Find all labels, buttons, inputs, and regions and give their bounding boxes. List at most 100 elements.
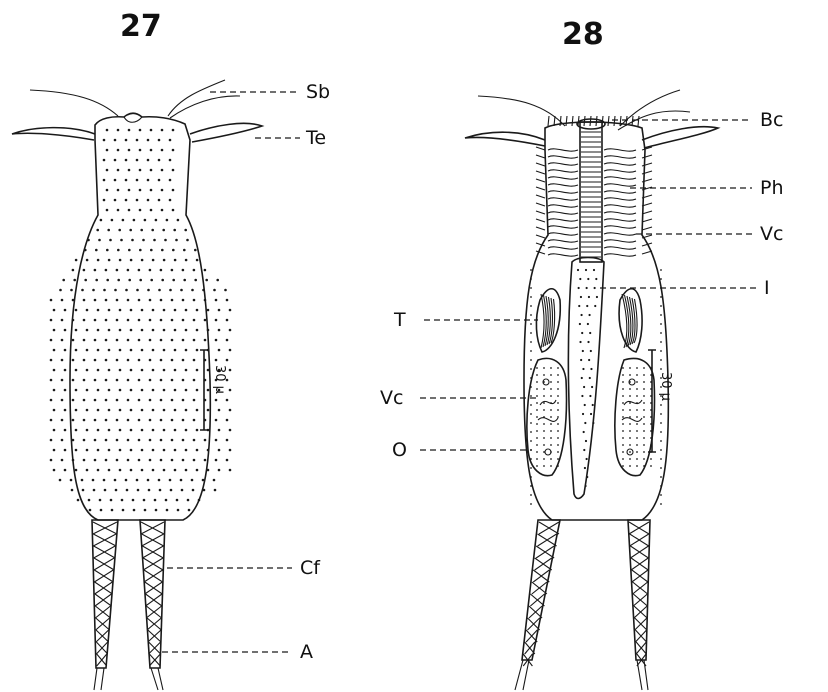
stipple-dot (114, 159, 117, 162)
stipple-dot (543, 402, 545, 404)
stipple-dot (530, 269, 532, 271)
label-o: O (392, 439, 407, 461)
stipple-dot (587, 323, 589, 325)
stipple-dot (150, 169, 153, 172)
stipple-dot (643, 395, 645, 397)
stipple-dot (98, 239, 101, 242)
stipple-dot (536, 423, 538, 425)
intestine-stippling (577, 269, 598, 487)
toe-hatch (144, 570, 163, 582)
stipple-dot (226, 399, 229, 402)
stipple-dot (530, 422, 532, 424)
toe-hatch (93, 534, 116, 546)
stipple-dot (629, 423, 631, 425)
stipple-dot (106, 249, 109, 252)
stipple-dot (530, 413, 532, 415)
stipple-dot (636, 416, 638, 418)
stipple-dot (163, 369, 166, 372)
stipple-dot (543, 437, 545, 439)
stipple-dot (536, 388, 538, 390)
stipple-dot (86, 369, 89, 372)
stipple-dot (155, 509, 158, 512)
stipple-dot (171, 439, 174, 442)
stipple-dot (218, 469, 221, 472)
stipple-dot (557, 437, 559, 439)
stipple-dot (193, 339, 196, 342)
stipple-dot (118, 229, 121, 232)
stipple-dot (114, 179, 117, 182)
pharynx-striations (581, 132, 601, 257)
stipple-dot (226, 419, 229, 422)
stipple-dot (61, 299, 64, 302)
stipple-dot (152, 449, 155, 452)
stipple-dot (229, 449, 232, 452)
stipple-dot (174, 329, 177, 332)
stipple-dot (204, 299, 207, 302)
toe-hatch (96, 618, 110, 630)
stipple-dot (105, 399, 108, 402)
stipple-dot (108, 349, 111, 352)
stipple-dot (127, 319, 130, 322)
stipple-dot (86, 309, 89, 312)
stipple-dot (141, 409, 144, 412)
stipple-dot (660, 422, 662, 424)
stipple-dot (50, 359, 53, 362)
stipple-dot (177, 509, 180, 512)
toe-hatch (145, 582, 163, 594)
stipple-dot (103, 479, 106, 482)
stipple-dot (577, 269, 579, 271)
stipple-dot (643, 451, 645, 453)
toe-hatch (146, 606, 161, 618)
stipple-dot (149, 399, 152, 402)
cilium (584, 116, 585, 126)
stipple-dot (229, 309, 232, 312)
stipple-dot (103, 289, 106, 292)
stipple-dot (193, 459, 196, 462)
coil (548, 233, 578, 235)
stipple-dot (152, 469, 155, 472)
stipple-dot (64, 369, 67, 372)
stipple-dot (94, 339, 97, 342)
stipple-dot (643, 444, 645, 446)
toe-hatch (143, 546, 164, 558)
stipple-dot (50, 419, 53, 422)
stipple-dot (122, 219, 125, 222)
stipple-dot (629, 395, 631, 397)
stipple-dot (136, 199, 139, 202)
toe-hatch (539, 522, 559, 534)
stipple-dot (193, 399, 196, 402)
stipple-dot (149, 299, 152, 302)
stipple-dot (192, 489, 195, 492)
stipple-dot (71, 489, 74, 492)
stipple-dot (550, 423, 552, 425)
stipple-dot (163, 469, 166, 472)
stipple-dot (622, 388, 624, 390)
stipple-dot (83, 299, 86, 302)
stipple-dot (86, 349, 89, 352)
stipple-dot (169, 179, 172, 182)
stipple-dot (64, 429, 67, 432)
stipple-dot (116, 399, 119, 402)
stipple-dot (636, 409, 638, 411)
stipple-dot (182, 299, 185, 302)
stipple-dot (215, 439, 218, 442)
stipple-dot (119, 469, 122, 472)
stipple-dot (163, 449, 166, 452)
stipple-dot (660, 341, 662, 343)
stipple-dot (141, 389, 144, 392)
stipple-dot (550, 416, 552, 418)
stipple-dot (169, 479, 172, 482)
cilium (642, 163, 652, 166)
stipple-dot (97, 349, 100, 352)
stipple-dot (171, 339, 174, 342)
stipple-dot (108, 329, 111, 332)
stipple-dot (550, 367, 552, 369)
stipple-dot (147, 139, 150, 142)
stipple-dot (61, 339, 64, 342)
stipple-dot (144, 509, 147, 512)
stipple-dot (622, 458, 624, 460)
stipple-dot (97, 429, 100, 432)
stipple-dot (50, 439, 53, 442)
stipple-dot (229, 409, 232, 412)
stipple-dot (182, 419, 185, 422)
